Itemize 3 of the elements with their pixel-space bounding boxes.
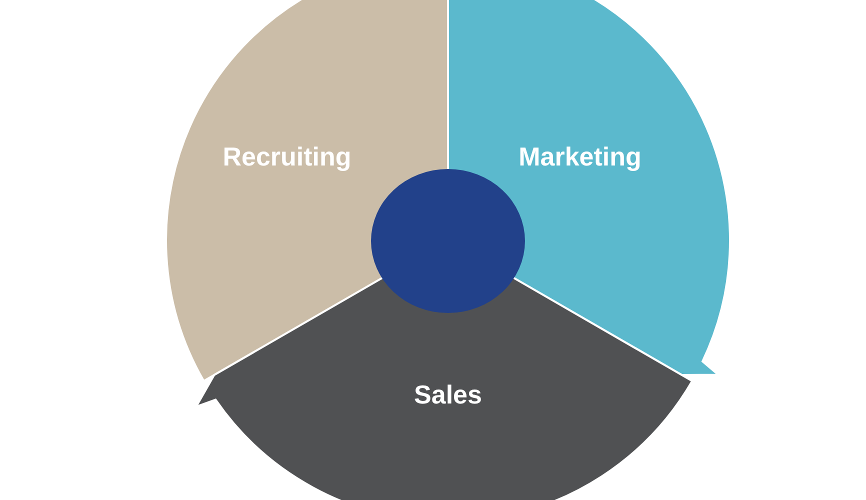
segment-label: Recruiting	[222, 142, 352, 172]
segment-label: Marketing	[518, 142, 642, 172]
segment-label: Sales	[414, 380, 482, 410]
